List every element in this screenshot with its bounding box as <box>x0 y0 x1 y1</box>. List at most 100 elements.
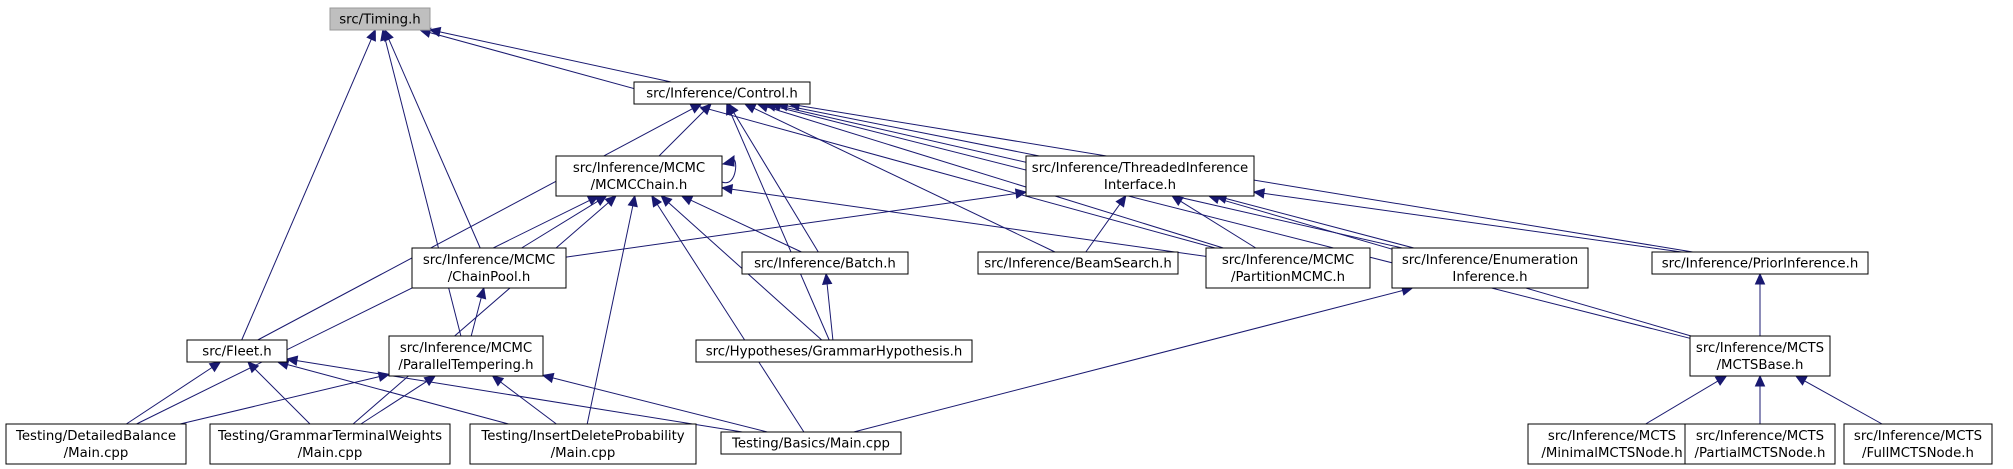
node-chainpool[interactable]: src/Inference/MCMC/ChainPool.h <box>411 247 567 289</box>
edge-line <box>257 108 693 341</box>
edge-arrowhead <box>651 194 663 208</box>
edge-arrowhead <box>377 371 391 382</box>
edge-line <box>565 193 1017 258</box>
edge-batch-includes-control <box>728 102 819 253</box>
node-label: /Main.cpp <box>64 446 129 461</box>
node-label: src/Hypotheses/GrammarHypothesis.h <box>706 345 963 360</box>
node-timing[interactable]: src/Timing.h <box>329 7 431 31</box>
node-box <box>1684 423 1836 465</box>
node-label: src/Inference/Control.h <box>646 87 798 102</box>
node-box <box>186 339 288 363</box>
edge-line <box>690 199 802 253</box>
node-idp[interactable]: Testing/InsertDeleteProbability/Main.cpp <box>469 423 697 465</box>
node-prior[interactable]: src/Inference/PriorInference.h <box>1651 251 1869 275</box>
node-box <box>209 423 451 465</box>
edge-line <box>853 290 1403 433</box>
edge-prior-includes-threaded <box>1252 188 1682 253</box>
node-label: Testing/DetailedBalance <box>15 429 176 444</box>
node-batch[interactable]: src/Inference/Batch.h <box>741 251 909 275</box>
edge-parallel-includes-timing <box>380 28 462 337</box>
node-mcmcchain[interactable]: src/Inference/MCMC/MCMCChain.h <box>555 155 723 197</box>
node-box <box>388 335 544 377</box>
node-parallel[interactable]: src/Inference/MCMC/ParallelTempering.h <box>388 335 544 377</box>
node-label: src/Inference/MCTS <box>1696 341 1824 356</box>
node-partialnode[interactable]: src/Inference/MCTS/PartialMCTSNode.h <box>1684 423 1836 465</box>
node-mctsbase[interactable]: src/Inference/MCTS/MCTSBase.h <box>1689 335 1831 377</box>
edge-line <box>1263 192 1682 253</box>
edge-line <box>1645 380 1719 425</box>
node-label: src/Inference/MCMC <box>400 341 532 356</box>
node-label: /PartialMCTSNode.h <box>1695 446 1826 461</box>
edge-arrowhead <box>1754 374 1766 387</box>
edge-fleet-includes-timing <box>241 28 376 341</box>
edge-line <box>1804 380 1883 425</box>
edge-minimal-includes-mctsbase <box>1645 375 1728 425</box>
node-label: src/Inference/MCMC <box>1222 253 1354 268</box>
node-minimal[interactable]: src/Inference/MCTS/MinimalMCTSNode.h <box>1527 423 1697 465</box>
node-fleet[interactable]: src/Fleet.h <box>186 339 288 363</box>
edge-batch-includes-mcmcchain <box>680 195 802 253</box>
node-control[interactable]: src/Inference/Control.h <box>633 81 811 105</box>
edge-arrowhead <box>491 375 505 387</box>
edge-line <box>287 364 509 425</box>
edge-line <box>1180 200 1257 249</box>
edge-arrowhead <box>594 195 608 207</box>
node-box <box>329 7 431 31</box>
node-detailed[interactable]: Testing/DetailedBalance/Main.cpp <box>5 423 187 465</box>
node-box <box>695 339 973 363</box>
edge-arrowhead <box>476 286 487 300</box>
edge-grammarhyp-includes-batch <box>821 272 834 341</box>
edge-arrowhead <box>660 195 673 207</box>
node-gtw[interactable]: Testing/GrammarTerminalWeights/Main.cpp <box>209 423 451 465</box>
edge-line <box>384 39 462 337</box>
edge-line <box>500 381 557 425</box>
edge-arrowhead <box>380 28 391 42</box>
edge-detailed-includes-mcmcchain <box>136 195 600 425</box>
edge-arrowhead <box>604 195 617 207</box>
node-basics[interactable]: Testing/Basics/Main.cpp <box>720 431 902 455</box>
edge-arrowhead <box>680 195 694 206</box>
edge-line <box>388 38 481 249</box>
edge-line <box>1085 203 1121 253</box>
edge-line <box>586 205 634 425</box>
edge-mctsbase-includes-prior <box>1754 272 1766 336</box>
node-box <box>977 251 1179 275</box>
node-label: src/Inference/Batch.h <box>754 257 896 272</box>
node-label: /ParallelTempering.h <box>398 358 533 373</box>
node-box <box>1527 423 1697 465</box>
edge-detailed-includes-parallel <box>179 371 391 425</box>
edge-arrowhead <box>1794 375 1808 386</box>
edge-line <box>774 106 1691 339</box>
edge-arrowhead <box>720 184 734 195</box>
edge-arrowhead <box>726 102 736 116</box>
node-label: Interface.h <box>1104 178 1176 193</box>
node-label: /MinimalMCTSNode.h <box>1541 446 1682 461</box>
edge-arrowhead <box>1252 188 1266 199</box>
node-grammarhyp[interactable]: src/Hypotheses/GrammarHypothesis.h <box>695 339 973 363</box>
edge-arrowhead <box>821 272 833 285</box>
node-beamsearch[interactable]: src/Inference/BeamSearch.h <box>977 251 1179 275</box>
edge-line <box>656 204 805 433</box>
edges <box>126 26 1883 433</box>
edge-fullnode-includes-mctsbase <box>1794 375 1883 425</box>
node-partition[interactable]: src/Inference/MCMC/PartitionMCMC.h <box>1205 247 1371 289</box>
node-threaded[interactable]: src/Inference/ThreadedInferenceInterface… <box>1025 155 1255 197</box>
node-label: src/Fleet.h <box>202 345 271 360</box>
edge-line <box>733 112 819 253</box>
edge-arrowhead <box>627 194 638 208</box>
node-label: src/Inference/MCTS <box>1854 429 1982 444</box>
edge-partition-includes-threaded <box>1171 195 1257 249</box>
node-label: src/Inference/BeamSearch.h <box>984 257 1172 272</box>
edge-line <box>521 200 599 249</box>
edge-arrowhead <box>366 28 376 42</box>
node-label: /Main.cpp <box>551 446 616 461</box>
edge-arrowhead <box>208 361 222 373</box>
edge-idp-includes-parallel <box>491 375 557 425</box>
node-label: src/Inference/ThreadedInference <box>1032 161 1248 176</box>
node-fullnode[interactable]: src/Inference/MCTS/FullMCTSNode.h <box>1843 423 1993 465</box>
node-box <box>633 81 811 105</box>
edge-line <box>552 377 768 433</box>
edge-partition-includes-mcmcchain <box>720 184 1207 257</box>
edge-line <box>731 188 1207 257</box>
